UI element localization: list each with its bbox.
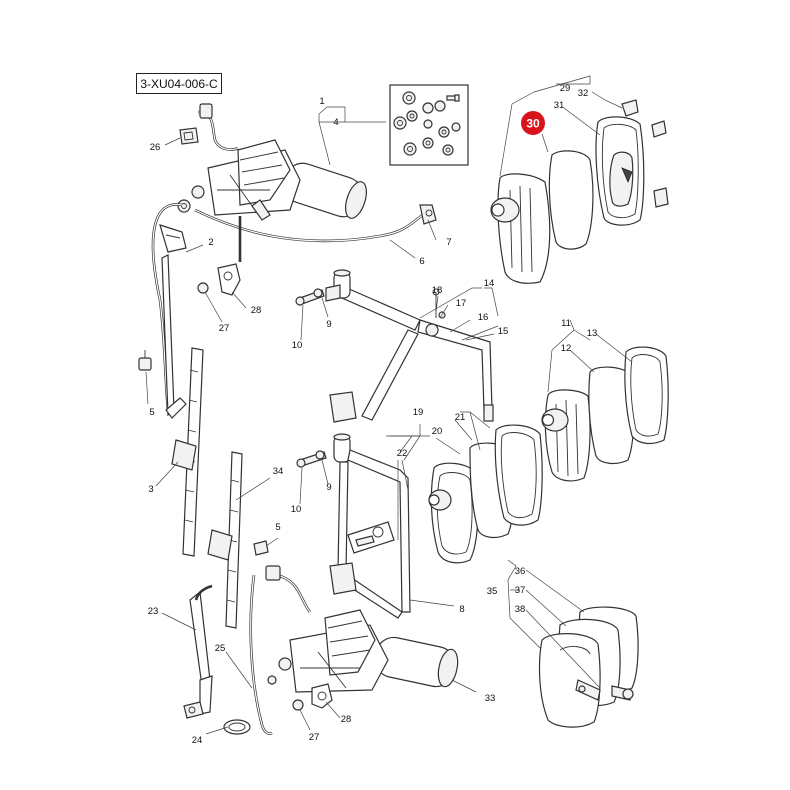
- callout-13: 13: [587, 328, 598, 339]
- leader-lines: [145, 75, 633, 735]
- callout-1: 1: [319, 96, 324, 107]
- callout-26: 26: [150, 142, 161, 153]
- callout-4: 4: [333, 117, 338, 128]
- callout-12: 12: [561, 343, 572, 354]
- mirror-group-19: [428, 424, 543, 564]
- callout-31: 31: [554, 100, 565, 111]
- wiper-arm-23: [183, 584, 213, 719]
- mirror-group-11: [541, 346, 669, 482]
- callout-9-upper: 9: [326, 319, 331, 330]
- mirror-arm-upper: [325, 269, 494, 423]
- callout-11: 11: [561, 318, 571, 329]
- callout-5-lower: 5: [275, 522, 280, 533]
- callout-3: 3: [148, 484, 153, 495]
- callout-10-lower: 10: [291, 504, 302, 515]
- callout-25: 25: [215, 643, 226, 654]
- mirror-group-29: [490, 99, 669, 284]
- callout-29: 29: [560, 83, 571, 94]
- highlight-callout-badge: [521, 111, 545, 135]
- bracket-28-lower: [292, 683, 333, 711]
- highlight-callout-label: 30: [526, 117, 540, 131]
- callout-37: 37: [515, 585, 526, 596]
- clamp-22: [347, 521, 395, 554]
- callout-36: 36: [515, 566, 526, 577]
- upper-wiper-motor: [177, 139, 367, 221]
- callout-23: 23: [148, 606, 159, 617]
- mirror-arm-lower: [329, 433, 411, 619]
- callout-27-upper: 27: [219, 323, 230, 334]
- callout-21: 21: [455, 412, 466, 423]
- bolt-9-10-upper: [295, 288, 325, 306]
- cable-6: [194, 204, 437, 262]
- callout-38: 38: [515, 604, 526, 615]
- wiper-arm-2: [151, 203, 187, 417]
- callout-14: 14: [484, 278, 495, 289]
- callout-27-lower: 27: [309, 732, 320, 743]
- callout-7: 7: [446, 237, 451, 248]
- lower-wiper-motor: [267, 609, 459, 693]
- callout-18: 18: [432, 285, 443, 296]
- callout-17: 17: [456, 298, 467, 309]
- callout-35: 35: [487, 586, 498, 597]
- wiper-blade-34: [207, 451, 243, 629]
- callout-9-lower: 9: [326, 482, 331, 493]
- callout-22: 22: [397, 448, 408, 459]
- cable-25: [223, 574, 273, 735]
- callout-20: 20: [432, 426, 443, 437]
- mirror-group-35: [538, 606, 639, 728]
- fastener-kit: [345, 84, 469, 166]
- callout-34: 34: [273, 466, 284, 477]
- callout-15: 15: [498, 326, 509, 337]
- callout-19: 19: [413, 407, 424, 418]
- diagram-reference-code: 3-XU04-006-C: [136, 73, 222, 94]
- callout-2: 2: [208, 237, 213, 248]
- callout-33: 33: [485, 693, 496, 704]
- plug-5-lower: [253, 540, 269, 556]
- connector-26: [179, 103, 239, 151]
- bolt-9-10-lower: [296, 450, 327, 468]
- callout-16: 16: [478, 312, 489, 323]
- bracket-28-upper: [197, 263, 241, 296]
- lower-motor-cable: [265, 565, 312, 613]
- callout-6: 6: [419, 256, 424, 267]
- callout-24: 24: [192, 735, 203, 746]
- callout-28-upper: 28: [251, 305, 262, 316]
- callout-8: 8: [459, 604, 464, 615]
- callout-28-lower: 28: [341, 714, 352, 725]
- callout-32: 32: [578, 88, 589, 99]
- plug-5-upper: [138, 350, 152, 371]
- callout-5-upper: 5: [149, 407, 154, 418]
- callout-10-upper: 10: [292, 340, 303, 351]
